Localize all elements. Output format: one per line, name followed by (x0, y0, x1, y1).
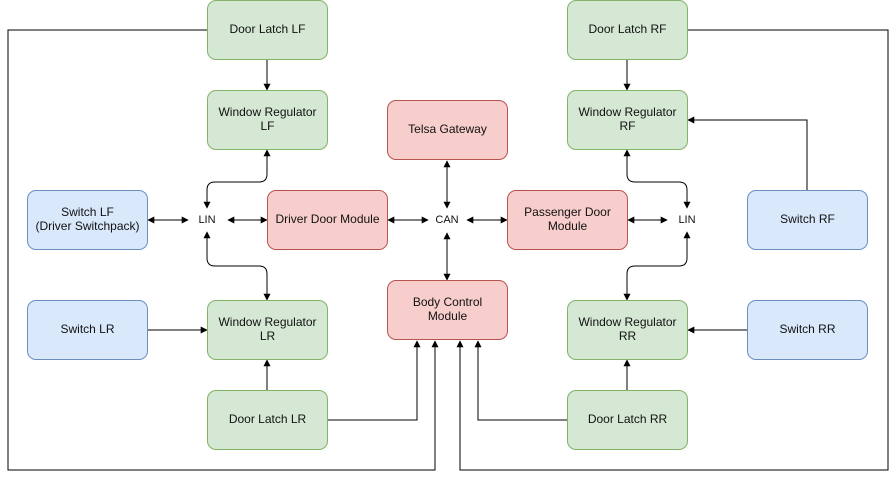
door-latch-rf: Door Latch RF (567, 0, 688, 60)
link-latch-lr-bcm (328, 340, 421, 421)
lin-bus-left: LIN (198, 214, 216, 226)
window-regulator-lr: Window Regulator LR (207, 300, 328, 360)
passenger-door-module: Passenger Door Module (507, 190, 628, 250)
link-lin-reg-rf (623, 149, 691, 209)
door-latch-rr: Door Latch RR (567, 390, 688, 450)
tesla-gateway: Telsa Gateway (387, 100, 508, 160)
door-latch-lr: Door Latch LR (207, 390, 328, 450)
lin-bus-right: LIN (678, 214, 696, 226)
body-control-module: Body Control Module (387, 280, 508, 340)
driver-door-module: Driver Door Module (267, 190, 388, 250)
link-lin-reg-lr (203, 231, 271, 301)
switch-rr: Switch RR (747, 300, 868, 360)
switch-rf: Switch RF (747, 190, 868, 250)
door-latch-lf: Door Latch LF (207, 0, 328, 60)
link-latch-rf-bcm (456, 29, 889, 471)
switch-lf: Switch LF (Driver Switchpack) (27, 190, 148, 250)
window-regulator-rf: Window Regulator RF (567, 90, 688, 150)
can-bus: CAN (435, 214, 459, 226)
window-regulator-rr: Window Regulator RR (567, 300, 688, 360)
link-lin-reg-lf (203, 149, 271, 209)
link-latch-lf-bcm (7, 29, 439, 471)
link-latch-rr-bcm (474, 340, 567, 421)
window-regulator-lf: Window Regulator LF (207, 90, 328, 150)
link-switch-rf-reg-rf (687, 116, 808, 190)
switch-lr: Switch LR (27, 300, 148, 360)
link-lin-reg-rr (623, 231, 691, 301)
